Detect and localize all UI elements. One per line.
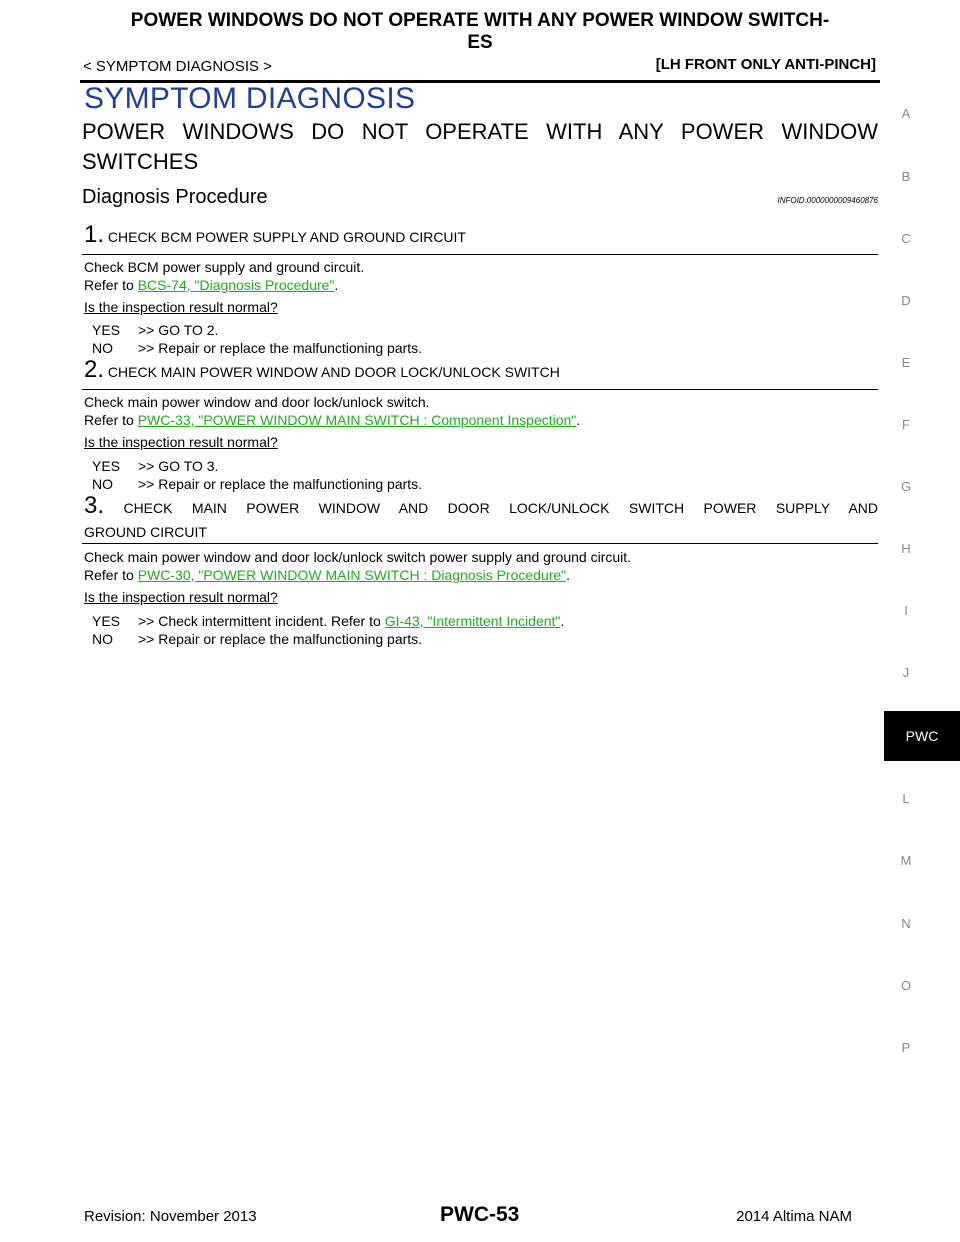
answer-yes: YES>> Check intermittent incident. Refer… bbox=[92, 613, 565, 629]
answer-no: NO>> Repair or replace the malfunctionin… bbox=[92, 476, 423, 492]
inspection-question: Is the inspection result normal? bbox=[84, 299, 278, 315]
side-index-g[interactable]: G bbox=[900, 479, 912, 494]
step-1-body: Check BCM power supply and ground circui… bbox=[84, 258, 364, 294]
refer-line: Refer to BCS-74, "Diagnosis Procedure". bbox=[84, 277, 339, 293]
topic-title: POWER WINDOWS DO NOT OPERATE WITH ANY PO… bbox=[82, 119, 878, 174]
side-index-p[interactable]: P bbox=[901, 1040, 911, 1055]
breadcrumb: < SYMPTOM DIAGNOSIS > bbox=[83, 58, 272, 75]
reference-link[interactable]: PWC-33, "POWER WINDOW MAIN SWITCH : Comp… bbox=[137, 412, 577, 428]
step-text: Check main power window and door lock/un… bbox=[84, 394, 430, 410]
step-divider bbox=[82, 389, 878, 390]
step-text: Check BCM power supply and ground circui… bbox=[84, 259, 365, 275]
answer-no: NO>> Repair or replace the malfunctionin… bbox=[92, 631, 423, 647]
side-index-d[interactable]: D bbox=[901, 293, 911, 308]
side-index-pwc-active[interactable]: PWC bbox=[884, 711, 960, 761]
page-header-title: POWER WINDOWS DO NOT OPERATE WITH ANY PO… bbox=[80, 10, 880, 54]
step-divider bbox=[82, 254, 878, 255]
side-index-n[interactable]: N bbox=[901, 916, 911, 931]
step-2-heading: 2. CHECK MAIN POWER WINDOW AND DOOR LOCK… bbox=[84, 358, 878, 384]
footer-page-number: PWC-53 bbox=[440, 1203, 520, 1226]
refer-line: Refer to PWC-33, "POWER WINDOW MAIN SWIT… bbox=[84, 412, 581, 428]
reference-link[interactable]: GI-43, "Intermittent Incident" bbox=[384, 613, 561, 629]
inspection-question: Is the inspection result normal? bbox=[84, 434, 278, 450]
footer-model: 2014 Altima NAM bbox=[736, 1208, 852, 1225]
step-1-heading: 1. CHECK BCM POWER SUPPLY AND GROUND CIR… bbox=[84, 223, 878, 249]
answer-yes: YES>> GO TO 3. bbox=[92, 458, 219, 474]
answer-yes: YES>> GO TO 2. bbox=[92, 322, 219, 338]
step-2-body: Check main power window and door lock/un… bbox=[84, 393, 580, 429]
side-index-o[interactable]: O bbox=[900, 978, 912, 993]
side-index-l[interactable]: L bbox=[902, 791, 910, 806]
side-index-i[interactable]: I bbox=[904, 603, 908, 618]
footer-revision: Revision: November 2013 bbox=[84, 1208, 257, 1225]
answer-no: NO>> Repair or replace the malfunctionin… bbox=[92, 340, 423, 356]
inspection-question: Is the inspection result normal? bbox=[84, 589, 278, 605]
step-number: 1. bbox=[84, 221, 105, 248]
step-text: Check main power window and door lock/un… bbox=[84, 549, 632, 565]
step-number: 2. bbox=[84, 356, 105, 383]
step-divider bbox=[82, 543, 878, 544]
step-title: CHECK BCM POWER SUPPLY AND GROUND CIRCUI… bbox=[107, 229, 466, 245]
refer-line: Refer to PWC-30, "POWER WINDOW MAIN SWIT… bbox=[84, 567, 571, 583]
side-index-c[interactable]: C bbox=[901, 231, 911, 246]
header-divider bbox=[80, 80, 880, 83]
info-id: INFOID:0000000009460876 bbox=[777, 196, 878, 205]
step-3-heading-cont: GROUND CIRCUIT bbox=[84, 524, 207, 540]
side-index-a[interactable]: A bbox=[901, 106, 911, 121]
step-1-answers: YES>> GO TO 2. NO>> Repair or replace th… bbox=[92, 321, 422, 357]
side-index-j[interactable]: J bbox=[902, 665, 910, 680]
subtopic-title: Diagnosis Procedure bbox=[82, 186, 268, 208]
side-index-e[interactable]: E bbox=[901, 355, 911, 370]
header-title-line2: ES bbox=[467, 32, 493, 53]
reference-link[interactable]: BCS-74, "Diagnosis Procedure" bbox=[137, 277, 335, 293]
side-index-b[interactable]: B bbox=[901, 169, 911, 184]
step-title: CHECK MAIN POWER WINDOW AND DOOR LOCK/UN… bbox=[123, 500, 879, 516]
step-2-answers: YES>> GO TO 3. NO>> Repair or replace th… bbox=[92, 457, 422, 493]
step-3-body: Check main power window and door lock/un… bbox=[84, 548, 631, 584]
side-index-m[interactable]: M bbox=[900, 853, 912, 868]
step-number: 3. bbox=[84, 492, 105, 519]
variant-label: [LH FRONT ONLY ANTI-PINCH] bbox=[655, 56, 876, 73]
side-index-h[interactable]: H bbox=[901, 541, 911, 556]
step-3-heading: 3. CHECK MAIN POWER WINDOW AND DOOR LOCK… bbox=[84, 494, 878, 520]
reference-link[interactable]: PWC-30, "POWER WINDOW MAIN SWITCH : Diag… bbox=[137, 567, 567, 583]
section-title: SYMPTOM DIAGNOSIS bbox=[84, 82, 416, 115]
side-index-f[interactable]: F bbox=[902, 417, 910, 432]
header-title-line1: POWER WINDOWS DO NOT OPERATE WITH ANY PO… bbox=[130, 10, 830, 31]
step-3-answers: YES>> Check intermittent incident. Refer… bbox=[92, 612, 564, 648]
step-title: CHECK MAIN POWER WINDOW AND DOOR LOCK/UN… bbox=[107, 364, 560, 380]
